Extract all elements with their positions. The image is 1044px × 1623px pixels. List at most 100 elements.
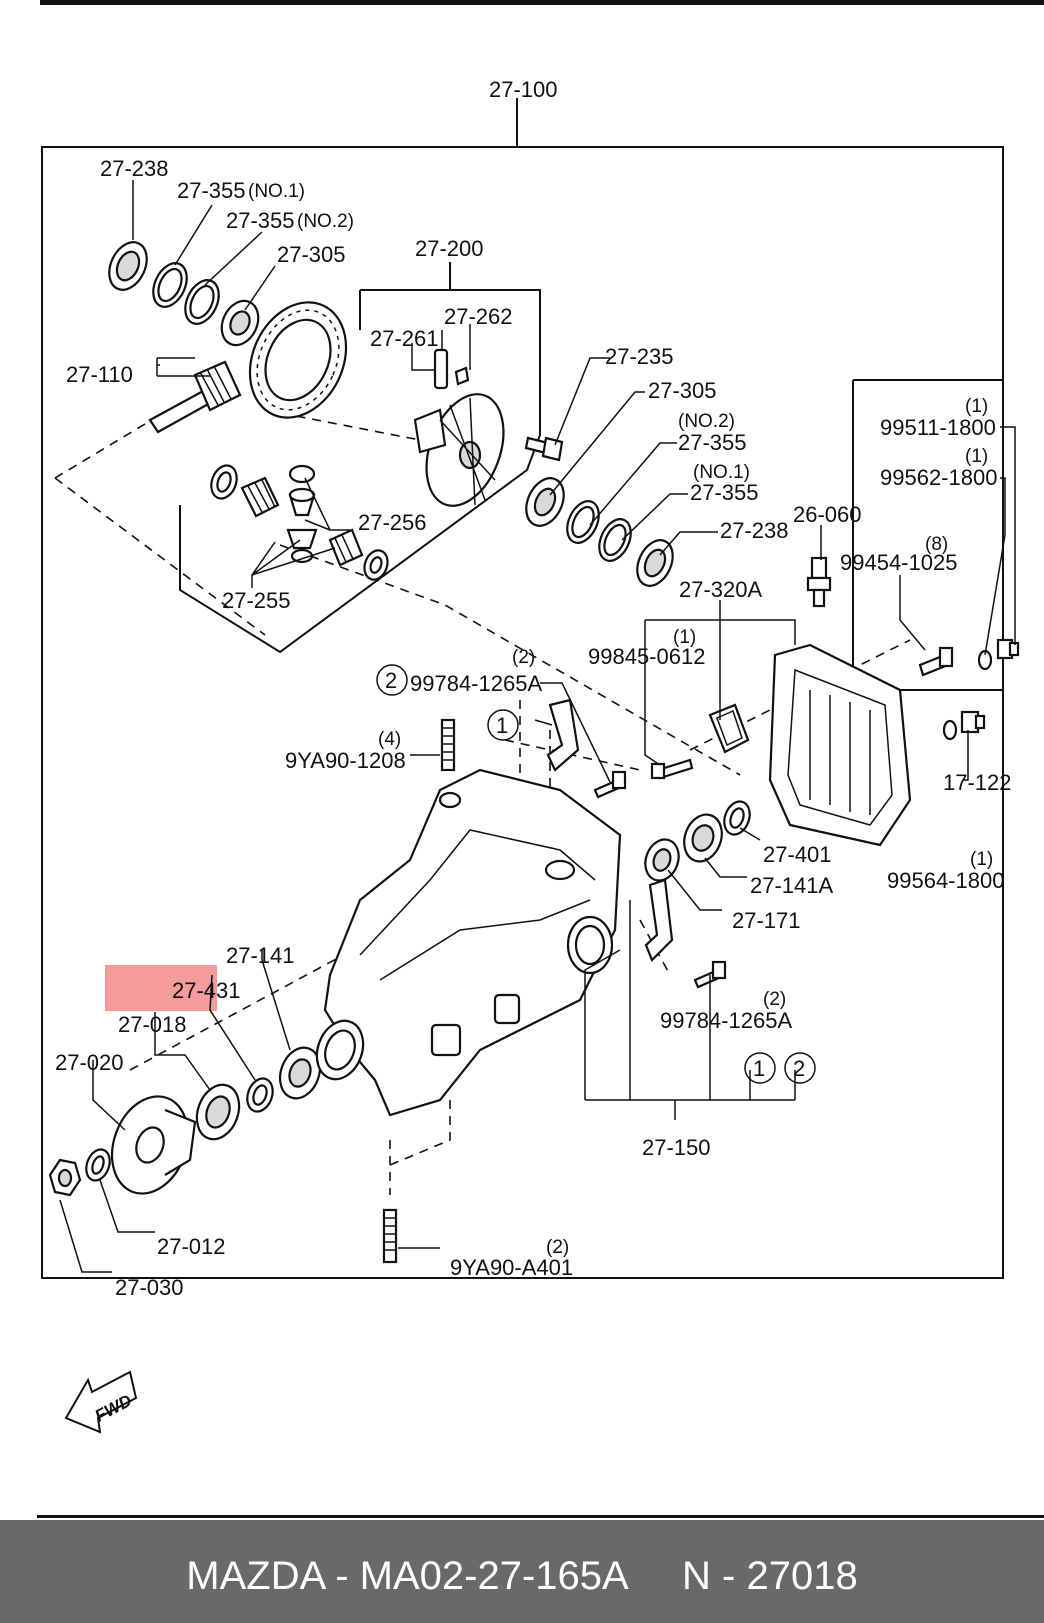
label-27-256: 27-256: [358, 510, 427, 535]
label-27-305-right: 27-305: [648, 378, 717, 403]
label-27-200: 27-200: [415, 236, 484, 261]
svg-text:2: 2: [385, 668, 397, 693]
rear-cover-27-320a: [768, 643, 912, 847]
footer-top-rule: [37, 1515, 1044, 1518]
label-qty-99564: (1): [970, 849, 993, 870]
label-27-171: 27-171: [732, 908, 801, 933]
label-27-020: 27-020: [55, 1050, 124, 1075]
companion-flange-27-020: [110, 1095, 197, 1195]
front-bearing-cup: [315, 1019, 365, 1081]
shim-27-355-no2-top: [184, 279, 220, 325]
highlight-box: [105, 965, 217, 1011]
label-27-018: 27-018: [118, 1012, 187, 1037]
ring-gear: [248, 301, 348, 419]
footer-bar: MAZDA - MA02-27-165A N - 27018: [0, 1520, 1044, 1623]
bolt-99454-1025: [918, 646, 954, 677]
bearing-27-305-right: [525, 477, 565, 527]
label-no1-right: (NO.1): [693, 462, 750, 483]
label-99784-1265a-upper: 99784-1265A: [410, 671, 542, 696]
label-27-255: 27-255: [222, 588, 291, 613]
label-17-122: 17-122: [943, 770, 1012, 795]
mount-bracket-lower: [644, 878, 674, 962]
seal-27-171: [644, 838, 680, 882]
label-99511-1800: 99511-1800: [880, 415, 996, 440]
label-no2-top: (NO.2): [297, 211, 354, 232]
label-qty-99784-lower: (2): [763, 989, 786, 1010]
label-27-235: 27-235: [605, 344, 674, 369]
label-26-060: 26-060: [793, 502, 862, 527]
bolt-99845-0612: [650, 758, 694, 780]
label-27-238-top: 27-238: [100, 156, 169, 181]
callout-1-lower: 1: [744, 1052, 776, 1084]
label-99784-1265a-lower: 99784-1265A: [660, 1008, 792, 1033]
differential-carrier-housing: [323, 768, 622, 1117]
stud-9ya90-a401: [382, 1208, 398, 1264]
label-99562-1800: 99562-1800: [880, 465, 997, 490]
plug-17-122: [960, 710, 986, 734]
collapsible-spacer-27-431: [246, 1077, 274, 1113]
bolt-27-235: [524, 436, 564, 462]
bearing-27-141: [278, 1046, 322, 1100]
label-27-262: 27-262: [444, 304, 513, 329]
label-27-110: 27-110: [66, 362, 133, 387]
callout-2-lower: 2: [784, 1052, 816, 1084]
fwd-label: FWD: [92, 1391, 135, 1426]
side-gear-27-255-left: [240, 476, 280, 518]
svg-text:2: 2: [793, 1056, 805, 1081]
label-qty-9ya90-a401: (2): [546, 1237, 569, 1258]
leader-lines: [59, 180, 1016, 1273]
mount-bracket-upper: [546, 698, 580, 772]
side-gear-27-255-right: [328, 528, 364, 567]
gasket-27-320a: [708, 703, 750, 754]
drive-pinion-27-110: [148, 360, 242, 434]
svg-text:1: 1: [753, 1056, 765, 1081]
side-gear-washer-right: [363, 549, 389, 581]
label-qty-99511: (1): [965, 396, 988, 417]
footer-part-number: MAZDA - MA02-27-165A N - 27018: [186, 1554, 858, 1598]
label-qty-99845: (1): [673, 627, 696, 648]
label-27-355-no2-right: 27-355: [678, 430, 747, 455]
label-27-431: 27-431: [172, 978, 241, 1003]
washer-27-012: [85, 1148, 111, 1182]
oil-seal-27-238-top: [108, 241, 148, 291]
oil-seal-27-018: [195, 1083, 241, 1141]
label-27-141a: 27-141A: [750, 873, 834, 898]
pinion-shaft-27-261: [433, 348, 449, 390]
label-27-401: 27-401: [763, 842, 832, 867]
washer-99564-1800: [942, 719, 958, 741]
label-27-355-no1-top: 27-355: [177, 178, 246, 203]
label-99564-1800: 99564-1800: [887, 868, 1004, 893]
shim-27-355-no2-right: [566, 500, 600, 544]
label-27-141: 27-141: [226, 943, 295, 968]
label-qty-99562: (1): [965, 446, 988, 467]
label-27-238-right: 27-238: [720, 518, 789, 543]
label-qty-9ya90-1208: (4): [378, 729, 401, 750]
side-gear-washer-left: [210, 464, 238, 500]
label-qty-99454: (8): [925, 534, 948, 555]
label-27-100: 27-100: [489, 77, 558, 102]
exploded-parts-diagram: 27-100 27-238 27-355 (NO.1) 27-355 (NO.2…: [41, 77, 1020, 1434]
label-no2-right: (NO.2): [678, 411, 735, 432]
lock-nut-27-030: [48, 1158, 82, 1197]
bolt-99784-1265a-upper: [593, 770, 627, 799]
label-qty-99784-upper: (2): [512, 647, 535, 668]
shim-27-355-no1-top: [152, 262, 188, 308]
stud-9ya90-1208: [440, 718, 456, 772]
washer-27-401: [723, 800, 751, 836]
label-no1-top: (NO.1): [248, 181, 305, 202]
label-27-320a: 27-320A: [679, 577, 763, 602]
pinion-gear-27-256-top: [288, 464, 316, 517]
fwd-arrow-icon: FWD: [64, 1370, 138, 1434]
label-27-261: 27-261: [370, 326, 439, 351]
bearing-27-141a: [683, 813, 723, 863]
bolt-99784-1265a-lower: [693, 960, 727, 989]
label-9ya90-1208: 9YA90-1208: [285, 748, 406, 773]
differential-subframe: [179, 262, 541, 654]
lock-pin-27-262: [454, 366, 470, 386]
oil-seal-27-238-right: [636, 539, 674, 587]
label-99454-1025: 99454-1025: [840, 550, 957, 575]
label-27-355-no1-right: 27-355: [690, 480, 759, 505]
breather-26-060: [806, 556, 832, 608]
shim-27-355-no1-right: [598, 518, 632, 562]
label-27-150: 27-150: [642, 1135, 711, 1160]
